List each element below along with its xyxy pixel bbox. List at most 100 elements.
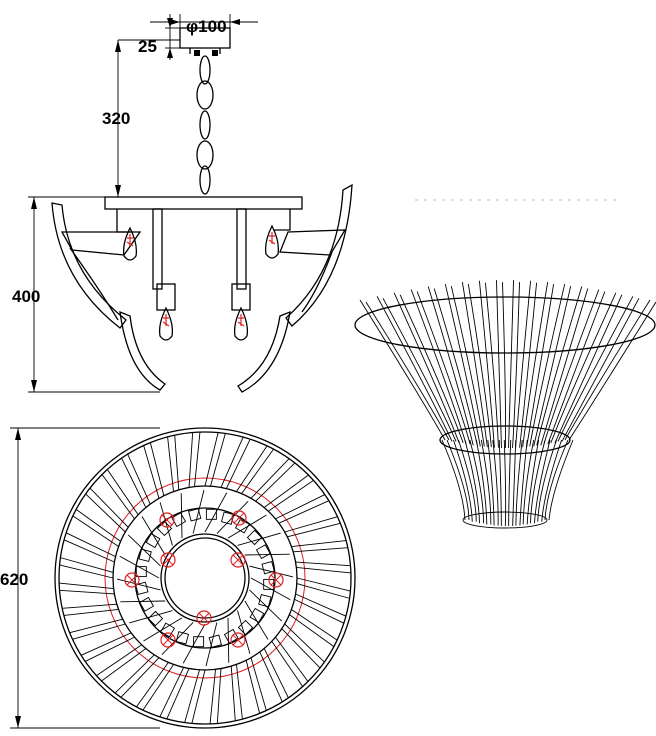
bulb-cross (126, 574, 138, 586)
inner-block (255, 544, 271, 560)
persp-blade-edge (533, 285, 572, 447)
plan-blade-edge (69, 618, 123, 634)
chain-link (196, 140, 214, 170)
plan-blade (101, 474, 135, 520)
plan-blade (63, 609, 119, 616)
plan-blade (220, 436, 244, 488)
plan-blade-edge (106, 469, 139, 515)
inner-block (258, 593, 272, 608)
persp-lower-blade-edge (503, 439, 507, 526)
bulb (233, 306, 249, 341)
persp-bottom-ring (462, 511, 548, 529)
plan-blade (284, 623, 325, 663)
plan-blade (142, 664, 174, 711)
inner-block (208, 634, 222, 648)
inner-blade (244, 553, 290, 556)
inner-blade (143, 617, 183, 642)
inner-block (249, 607, 265, 623)
bulb (122, 226, 138, 261)
canopy-screw (212, 50, 218, 56)
persp-blade-edge (382, 298, 457, 442)
inner-block (135, 566, 147, 578)
plan-blade-edge (174, 435, 180, 490)
chain (196, 55, 214, 195)
plan-blade (59, 589, 115, 595)
persp-blade-edge (540, 288, 589, 446)
plan-blade (63, 539, 115, 563)
persp-lower-blade-edge (480, 439, 492, 525)
plan-blade (296, 577, 351, 592)
filament (162, 314, 170, 327)
plan-blade-edge (127, 453, 151, 505)
persp-blade (427, 286, 474, 446)
plan-blade-edge (278, 500, 330, 524)
plan-blade-edge (289, 614, 335, 647)
plan-blade-edge (294, 598, 345, 624)
inner-blade (119, 555, 160, 579)
inner-block (139, 596, 155, 612)
persp-lower-blade-edge (519, 439, 528, 526)
plan-blade (263, 648, 289, 699)
perspective-view (354, 280, 656, 529)
persp-lower-blade-edge (534, 439, 551, 524)
persp-blade-edge (561, 298, 640, 442)
inner-blade (182, 623, 206, 664)
support-rod (236, 208, 247, 290)
filament (268, 232, 276, 245)
chain-link (199, 55, 211, 85)
plan-blade (291, 540, 347, 547)
inner-blade (116, 578, 161, 591)
bulb-cross (162, 634, 174, 646)
body-diameter-label: 620 (0, 570, 28, 589)
inner-block (205, 508, 217, 520)
dimension-labels: φ100 25 320 400 620 (0, 17, 227, 589)
plan-blade (188, 432, 194, 488)
chain-link (196, 80, 214, 110)
plan-blade (120, 657, 160, 698)
persp-blade (515, 280, 532, 448)
plan-blade-edge (209, 669, 216, 724)
plan-blade-edge (293, 547, 348, 553)
blade (119, 310, 166, 391)
plan-blade-edge (241, 448, 274, 494)
persp-top-ring (354, 296, 656, 354)
bulbs-side (122, 224, 280, 341)
plan-blade (275, 494, 326, 520)
persp-blade-edge (568, 301, 656, 441)
bulb-top (160, 552, 176, 568)
plan-blade-edge (268, 479, 314, 512)
canopy-diameter-label: φ100 (186, 17, 227, 36)
plan-blade-edge (159, 667, 185, 718)
persp-blade (536, 286, 583, 446)
plan-blade-edge (287, 522, 341, 538)
persp-blade (557, 296, 634, 442)
persp-lower-blade (508, 439, 512, 526)
persp-blade (444, 283, 481, 447)
plan-blade (250, 458, 290, 499)
inner-block (237, 619, 254, 636)
persp-lower-blade-edge (512, 439, 517, 526)
bulb-cross (198, 612, 210, 624)
inner-block (193, 636, 205, 648)
persp-blade-edge (365, 301, 450, 441)
plan-blade-edge (255, 462, 296, 502)
inner-blade (159, 502, 173, 546)
inner-block (138, 548, 152, 563)
bulb-top (230, 552, 246, 568)
inner-blade (227, 617, 230, 663)
plan-blade-edge (259, 651, 283, 703)
persp-lower-blade-edge (469, 439, 484, 524)
bulb-cross (161, 514, 173, 526)
bulb-top (268, 572, 284, 588)
plan-blade (101, 648, 147, 682)
plan-blade-edge (210, 433, 226, 487)
chain-length-label: 320 (102, 109, 130, 128)
plan-blade-edge (149, 442, 165, 496)
plan-blade-edge (89, 487, 129, 528)
plan-blade-edge (60, 557, 114, 573)
persp-blade-edge (467, 284, 492, 448)
plan-blade (121, 457, 147, 508)
inner-blade (205, 622, 218, 667)
plan-blade (167, 436, 174, 492)
